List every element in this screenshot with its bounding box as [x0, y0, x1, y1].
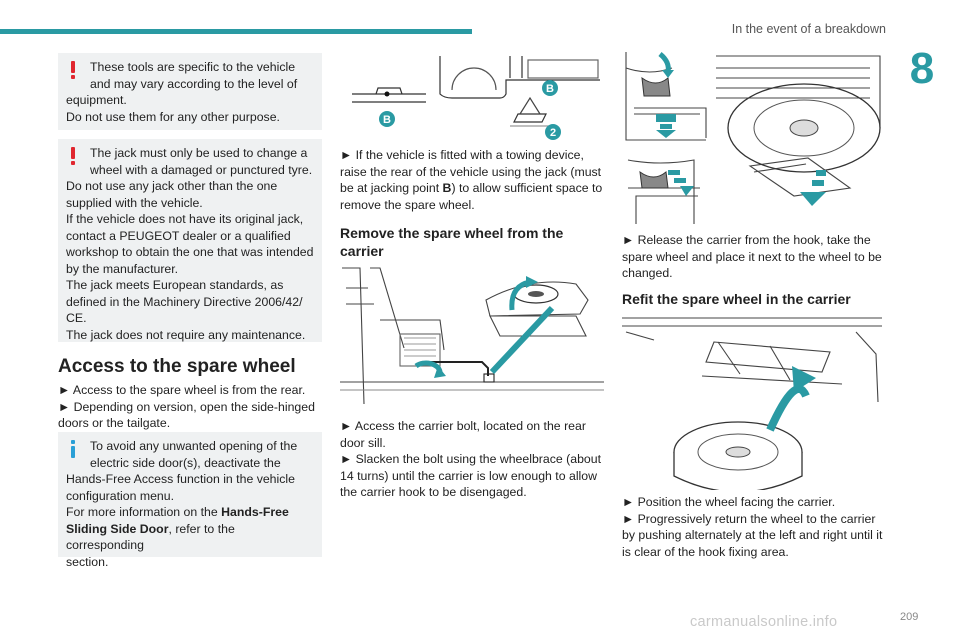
refit-instructions: ► Position the wheel facing the carrier.…: [622, 494, 888, 560]
info-bold-term: Sliding Side Door: [66, 521, 169, 536]
release-carrier-illustration: [625, 52, 881, 224]
text-line: by pushing alternately at the left and r…: [622, 528, 883, 542]
text-segment: be at jacking point: [340, 181, 443, 195]
warning-line: CE.: [66, 311, 87, 325]
info-line: For more information on the Hands-Free: [66, 504, 314, 521]
info-line: electric side door(s), deactivate the: [90, 455, 281, 470]
text-line: door sill.: [340, 435, 386, 450]
info-note-side-door: To avoid any unwanted opening of the ele…: [58, 432, 322, 569]
step-line: ► Access to the spare wheel is from the …: [58, 383, 306, 397]
text-line: 14 turns) until the carrier is low enoug…: [340, 468, 597, 483]
warning-line: The jack meets European standards, as: [66, 278, 284, 292]
warning-line: Do not use them for any other purpose.: [66, 109, 280, 124]
label-b-car-badge: B: [542, 80, 558, 96]
text-line: remove the spare wheel.: [340, 197, 475, 212]
jacking-point-illustration: B B 2: [351, 56, 600, 140]
jacking-point-ref: B: [442, 181, 452, 195]
label-b-small-badge: B: [379, 111, 395, 127]
watermark: carmanualsonline.info: [690, 614, 838, 630]
warning-line: equipment.: [66, 93, 127, 107]
chapter-number: 8: [909, 44, 935, 93]
warning-line: If the vehicle does not have its origina…: [66, 212, 304, 226]
label-two-badge: 2: [545, 124, 561, 140]
text-line: the carrier hook to be disengaged.: [340, 485, 527, 499]
carrier-bolt-illustration: [340, 267, 604, 405]
text-line: changed.: [622, 266, 673, 280]
text-line: ► If the vehicle is fitted with a towing…: [340, 148, 584, 162]
info-line: Hands-Free Access function in the vehicl…: [66, 472, 295, 486]
warning-line: supplied with the vehicle.: [66, 195, 203, 210]
label-b-small: B: [383, 114, 391, 126]
step-line: ► Depending on version, open the side-hi…: [58, 399, 315, 414]
text-line: spare wheel and place it next to the whe…: [622, 249, 882, 264]
warning-note-jack: The jack must only be used to change a w…: [58, 139, 322, 342]
refit-wheel-illustration: [622, 317, 882, 490]
step-line: doors or the tailgate.: [58, 416, 171, 430]
info-line: configuration menu.: [66, 488, 175, 503]
release-instructions: ► Release the carrier from the hook, tak…: [622, 232, 888, 282]
warning-line: Do not use any jack other than the one: [66, 179, 278, 193]
label-two: 2: [550, 127, 556, 139]
info-icon: [71, 440, 75, 458]
warning-line: and may vary according to the level of: [90, 76, 298, 91]
page-number: 209: [900, 611, 919, 623]
section-title: In the event of a breakdown: [731, 22, 886, 36]
warning-line: These tools are specific to the vehicle: [90, 60, 296, 74]
text-line: ► Slacken the bolt using the wheelbrace …: [340, 452, 602, 466]
warning-line: contact a PEUGEOT dealer or a qualified: [66, 228, 291, 243]
access-steps: ► Access to the spare wheel is from the …: [58, 382, 328, 432]
info-text: For more information on the: [66, 505, 222, 519]
exclamation-warning-icon: [71, 61, 75, 79]
warning-line: defined in the Machinery Directive 2006/…: [66, 294, 303, 309]
header-accent-bar: [0, 29, 472, 34]
text-line: ► Progressively return the wheel to the …: [622, 511, 876, 526]
heading-access-spare-wheel: Access to the spare wheel: [58, 356, 296, 377]
heading-line: Remove the spare wheel from the: [340, 225, 564, 241]
jacking-point-marker: [384, 91, 390, 97]
info-bold-term: Hands-Free: [221, 505, 289, 519]
heading-line: carrier: [340, 243, 384, 259]
heading-refit-spare-wheel: Refit the spare wheel in the carrier: [622, 291, 851, 307]
warning-line: by the manufacturer.: [66, 261, 179, 276]
text-line: ► Position the wheel facing the carrier.: [622, 495, 836, 509]
info-line: Sliding Side Door, refer to the correspo…: [66, 521, 314, 554]
text-line: be at jacking point B) to allow sufficie…: [340, 180, 606, 197]
text-segment: ) to allow sufficient space to: [451, 181, 603, 195]
text-line: ► Release the carrier from the hook, tak…: [622, 233, 871, 247]
heading-remove-spare-wheel: Remove the spare wheel from the carrier: [340, 224, 606, 260]
info-line: section.: [66, 554, 109, 569]
warning-note-tools: These tools are specific to the vehicle …: [58, 53, 322, 130]
text-line: is clear of the hook fixing area.: [622, 544, 789, 559]
warning-line: The jack does not require any maintenanc…: [66, 327, 306, 342]
label-b-car: B: [546, 83, 554, 95]
info-text: , refer to the corresponding: [66, 521, 235, 553]
info-line: To avoid any unwanted opening of the: [90, 439, 298, 453]
exclamation-warning-icon: [71, 147, 75, 165]
warning-line: workshop to obtain the one that was inte…: [66, 245, 314, 259]
text-line: raise the rear of the vehicle using the …: [340, 164, 602, 179]
warning-line: wheel with a damaged or punctured tyre.: [90, 162, 313, 177]
jacking-instructions: ► If the vehicle is fitted with a towing…: [340, 147, 606, 213]
text-line: ► Access the carrier bolt, located on th…: [340, 419, 586, 433]
remove-instructions: ► Access the carrier bolt, located on th…: [340, 418, 606, 501]
warning-line: The jack must only be used to change a: [90, 146, 308, 160]
